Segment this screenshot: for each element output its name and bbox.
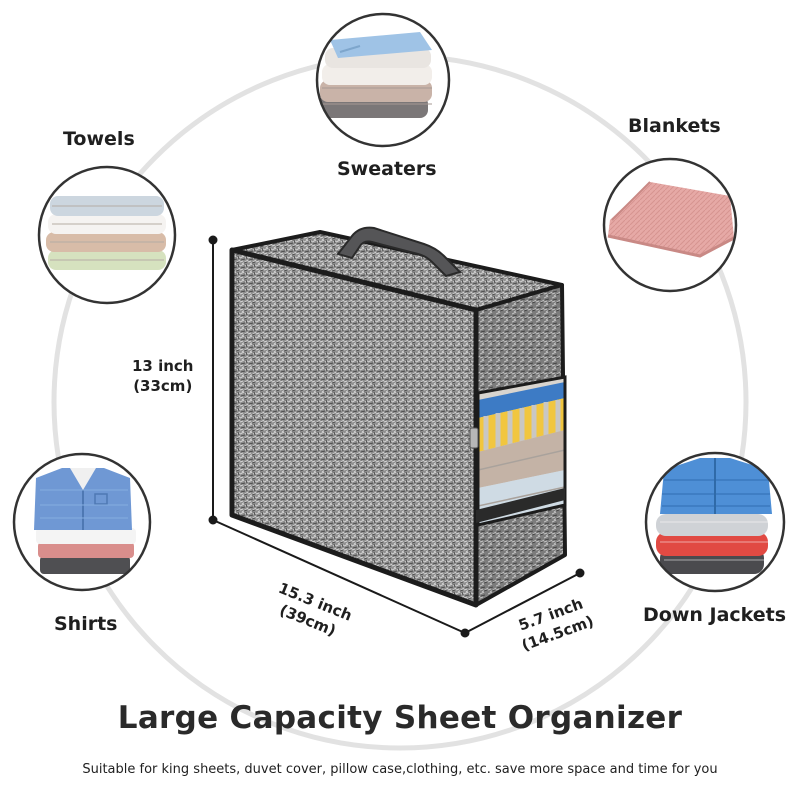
towels-image	[37, 165, 177, 305]
down-jackets-image	[644, 451, 786, 593]
height-cm: (33cm)	[133, 377, 193, 395]
side-window	[478, 377, 565, 525]
label-towels: Towels	[63, 128, 135, 150]
blankets-image	[602, 157, 738, 293]
page-subtitle: Suitable for king sheets, duvet cover, p…	[82, 762, 718, 777]
label-blankets: Blankets	[628, 115, 721, 137]
shirts-image	[12, 452, 152, 592]
storage-bag	[229, 226, 567, 608]
height-dimension-label: 13 inch (33cm)	[132, 356, 194, 396]
label-down-jackets: Down Jackets	[643, 604, 787, 626]
label-shirts: Shirts	[54, 613, 118, 635]
page-title: Large Capacity Sheet Organizer	[117, 700, 683, 736]
sweaters-image	[315, 12, 451, 148]
label-sweaters: Sweaters	[337, 158, 437, 180]
dimension-lines	[208, 235, 585, 638]
height-inch: 13 inch	[132, 357, 194, 375]
